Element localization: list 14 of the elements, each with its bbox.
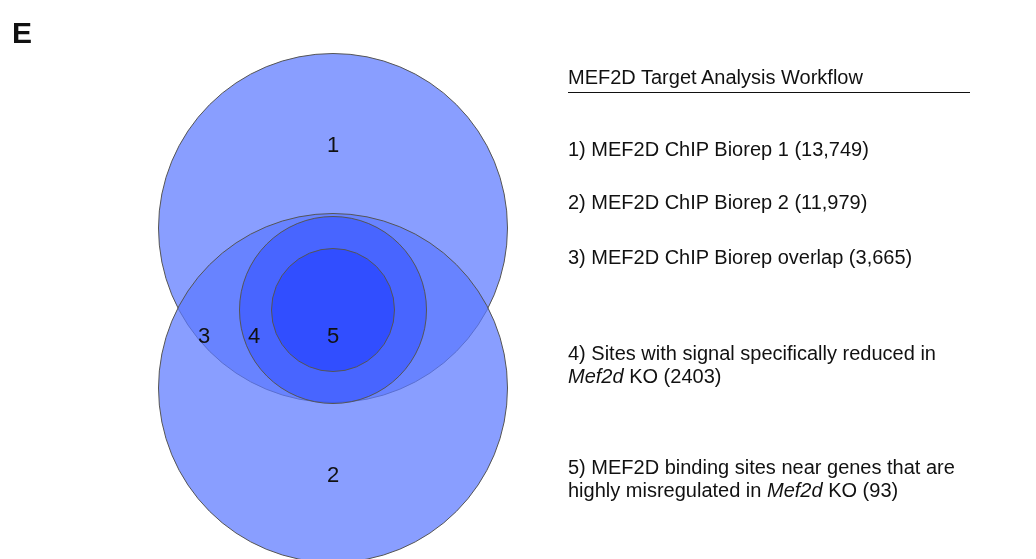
list-item: 4) Sites with signal specifically reduced in Mef2d KO (2403) xyxy=(568,342,937,388)
list-item: 5) MEF2D binding sites near genes that are highly misregulated in Mef2d KO (93) xyxy=(568,456,956,502)
region-number: 3 xyxy=(198,323,211,349)
region-number: 4 xyxy=(247,323,261,349)
list-item: 3) MEF2D ChIP Biorep overlap (3,665) xyxy=(568,246,913,269)
venn-circle xyxy=(239,216,427,404)
venn-circle xyxy=(271,248,395,372)
list-item: 1) MEF2D ChIP Biorep 1 (13,749) xyxy=(568,138,869,161)
panel-letter: E xyxy=(12,16,32,50)
title: MEF2D Target Analysis Workflow xyxy=(568,66,970,93)
region-number: 1 xyxy=(326,132,340,158)
list-item: 2) MEF2D ChIP Biorep 2 (11,979) xyxy=(568,191,868,214)
region-number: 5 xyxy=(326,323,340,349)
region-number: 2 xyxy=(326,462,340,488)
